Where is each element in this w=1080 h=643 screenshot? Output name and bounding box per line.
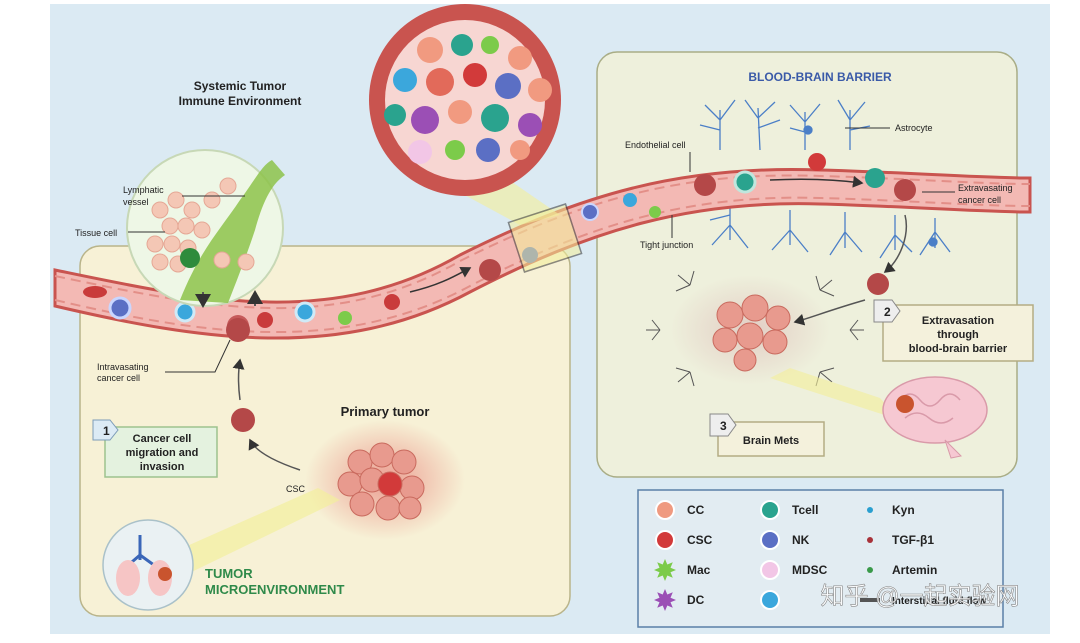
legend-icon-10 [760, 590, 780, 610]
legend-label-3: CSC [687, 533, 713, 547]
legend-label-7: MDSC [792, 563, 828, 577]
legend-icon-4 [760, 530, 780, 550]
extravasating-label-1: Extravasating [958, 183, 1013, 193]
legend-icon-7 [760, 560, 780, 580]
step-1-line-1: Cancer cell [133, 433, 192, 445]
brain-illustration [882, 376, 988, 459]
step-1-line-3: invasion [140, 461, 185, 473]
legend-label-11: Interstitial fluid flow [892, 596, 987, 607]
vessel-zoom-inset [369, 4, 561, 225]
tumor-micro-label-2: MICROENVIRONMENT [205, 582, 344, 597]
step-2-line-3: blood-brain barrier [909, 343, 1008, 355]
glial-cells [646, 270, 864, 387]
legend-icon-0 [655, 500, 675, 520]
step-3-box: 3 Brain Mets [709, 413, 825, 457]
step-1-line-2: migration and [126, 447, 199, 459]
systemic-title-2: Immune Environment [179, 94, 302, 108]
astrocyte-cells-top [699, 99, 871, 151]
legend-label-4: NK [792, 533, 810, 547]
brain-mets-cells [712, 294, 791, 372]
legend-icon-6 [654, 559, 676, 581]
tight-junction-label: Tight junction [640, 240, 693, 250]
legend-label-0: CC [687, 503, 705, 517]
primary-tumor-cells [337, 442, 425, 521]
intravasating-label-2: cancer cell [97, 373, 140, 383]
astrocyte-cells-bottom [709, 205, 951, 259]
zoom-box [507, 203, 583, 273]
astrocyte-label: Astrocyte [895, 123, 933, 133]
tissue-cell-label: Tissue cell [75, 228, 117, 238]
legend-box [637, 489, 1004, 628]
lymphatic-label-1: Lymphatic [123, 185, 164, 195]
legend-icon-9 [654, 589, 676, 611]
step-2-box: 2 Extravasation through blood-brain barr… [873, 299, 1034, 362]
legend-label-6: Mac [687, 563, 711, 577]
legend-label-8: Artemin [892, 563, 937, 577]
intravasating-label-1: Intravasating [97, 362, 149, 372]
tumor-panel [79, 245, 571, 617]
watermark: 知乎 @一起实验网 [820, 583, 1019, 610]
csc-label: CSC [286, 484, 306, 494]
legend-label-9: DC [687, 593, 705, 607]
lymphatic-label-2: vessel [123, 197, 149, 207]
legend-icon-8 [867, 567, 873, 573]
extravasating-label-2: cancer cell [958, 195, 1001, 205]
step-3-number: 3 [720, 419, 727, 433]
bbb-title: BLOOD-BRAIN BARRIER [748, 70, 892, 84]
legend-label-1: Tcell [792, 503, 818, 517]
legend-label-5: TGF-β1 [892, 533, 934, 547]
step-2-number: 2 [884, 305, 891, 319]
vessel-wall-top [54, 174, 1031, 310]
systemic-title-1: Systemic Tumor [194, 79, 287, 93]
primary-tumor-label: Primary tumor [341, 404, 430, 419]
step-2-line-1: Extravasation [922, 315, 994, 327]
tumor-micro-label-1: TUMOR [205, 566, 253, 581]
step-1-box: 1 Cancer cell migration and invasion [92, 419, 218, 478]
step-1-number: 1 [103, 424, 110, 438]
legend-icon-5 [867, 537, 873, 543]
step-2-line-2: through [937, 329, 979, 341]
legend-icon-2 [867, 507, 873, 513]
legend-label-2: Kyn [892, 503, 915, 517]
legend-icon-1 [760, 500, 780, 520]
endothelial-label: Endothelial cell [625, 140, 686, 150]
legend-icon-3 [655, 530, 675, 550]
step-3-line-1: Brain Mets [743, 435, 799, 447]
lymphatic-inset [126, 149, 285, 307]
lung-illustration [102, 519, 194, 611]
